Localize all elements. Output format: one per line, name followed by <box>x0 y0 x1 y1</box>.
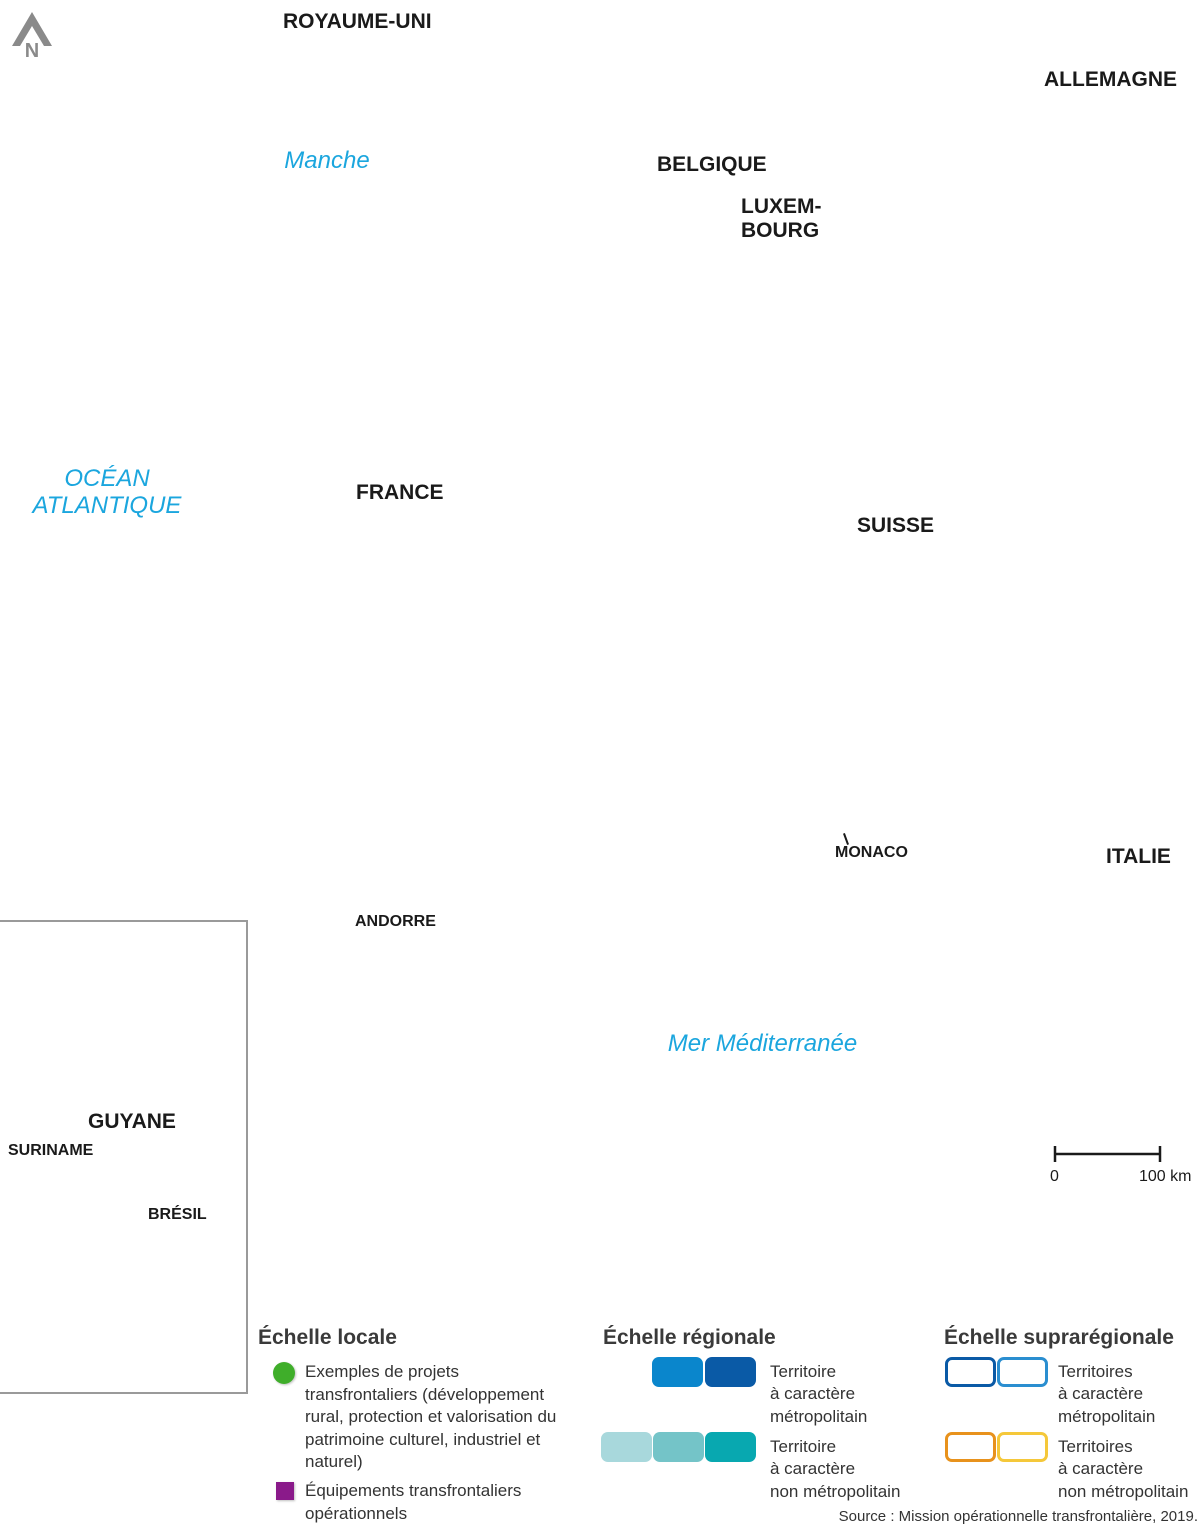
label-suisse: SUISSE <box>857 514 935 537</box>
regional-nonmetro-line3: non métropolitain <box>770 1482 901 1501</box>
label-belgique: BELGIQUE <box>657 153 767 176</box>
supra-metro-line2: à caractère <box>1058 1384 1144 1403</box>
source-note: Source : Mission opérationnelle transfro… <box>838 1508 1198 1525</box>
equipment-square-icon <box>276 1482 294 1500</box>
label-allemagne: ALLEMAGNE <box>1044 68 1177 91</box>
supra-metro-swatch-1 <box>945 1357 996 1387</box>
legend-title-local: Échelle locale <box>258 1326 397 1349</box>
legend-panel: Échelle locale Exemples de projets trans… <box>250 1320 1200 1529</box>
supra-nonmetro-swatch-2 <box>997 1432 1048 1462</box>
scale-label-end: 100 km <box>1139 1168 1192 1185</box>
label-ocean-line1: OCÉAN <box>64 465 150 492</box>
legend-text-equipment: Équipements transfrontaliers opérationne… <box>305 1481 522 1523</box>
regional-metro-line2: à caractère <box>770 1384 856 1403</box>
legend-title-supraregional: Échelle suprarégionale <box>944 1326 1174 1349</box>
supra-nonmetro-line3: non métropolitain <box>1058 1482 1189 1501</box>
supra-nonmetro-line2: à caractère <box>1058 1459 1144 1478</box>
regional-nonmetro-swatch-3 <box>705 1432 756 1462</box>
label-bresil: BRÉSIL <box>148 1206 207 1223</box>
supra-nonmetro-line1: Territoires <box>1058 1437 1133 1456</box>
regional-metro-swatch-1 <box>652 1357 703 1387</box>
supra-metro-line3: métropolitain <box>1058 1407 1156 1426</box>
regional-nonmetro-swatch-2 <box>653 1432 704 1462</box>
label-italie: ITALIE <box>1106 845 1171 868</box>
north-arrow-icon: N <box>8 10 56 62</box>
label-guyane: GUYANE <box>88 1110 176 1133</box>
project-dot-icon <box>273 1362 295 1384</box>
label-manche: Manche <box>284 147 370 174</box>
svg-text:N: N <box>25 40 39 62</box>
regional-metro-swatch-2 <box>705 1357 756 1387</box>
legend-title-regional: Échelle régionale <box>603 1326 776 1349</box>
label-monaco: MONACO <box>835 844 908 861</box>
label-france: FRANCE <box>356 481 444 504</box>
label-ocean-line2: ATLANTIQUE <box>32 492 182 519</box>
regional-nonmetro-swatch-1 <box>601 1432 652 1462</box>
scale-label-start: 0 <box>1050 1168 1059 1185</box>
scale-bar: 0 100 km <box>1050 1144 1192 1194</box>
regional-nonmetro-line1: Territoire <box>770 1437 837 1456</box>
supra-metro-swatch-2 <box>997 1357 1048 1387</box>
guyane-inset-frame <box>0 920 248 1394</box>
label-andorre: ANDORRE <box>355 913 436 930</box>
label-luxembourg-line2: BOURG <box>741 219 820 242</box>
label-luxembourg-line1: LUXEM- <box>741 195 822 218</box>
regional-metro-line3: métropolitain <box>770 1407 868 1426</box>
legend-text-projects: Exemples de projets transfrontaliers (dé… <box>305 1362 557 1471</box>
regional-metro-line1: Territoire <box>770 1362 837 1381</box>
supra-nonmetro-swatch-1 <box>945 1432 996 1462</box>
regional-nonmetro-line2: à caractère <box>770 1459 856 1478</box>
label-royaume-uni: ROYAUME-UNI <box>283 10 432 33</box>
label-suriname: SURINAME <box>8 1142 94 1159</box>
label-mer-mediterranee: Mer Méditerranée <box>667 1030 858 1057</box>
supra-metro-line1: Territoires <box>1058 1362 1133 1381</box>
